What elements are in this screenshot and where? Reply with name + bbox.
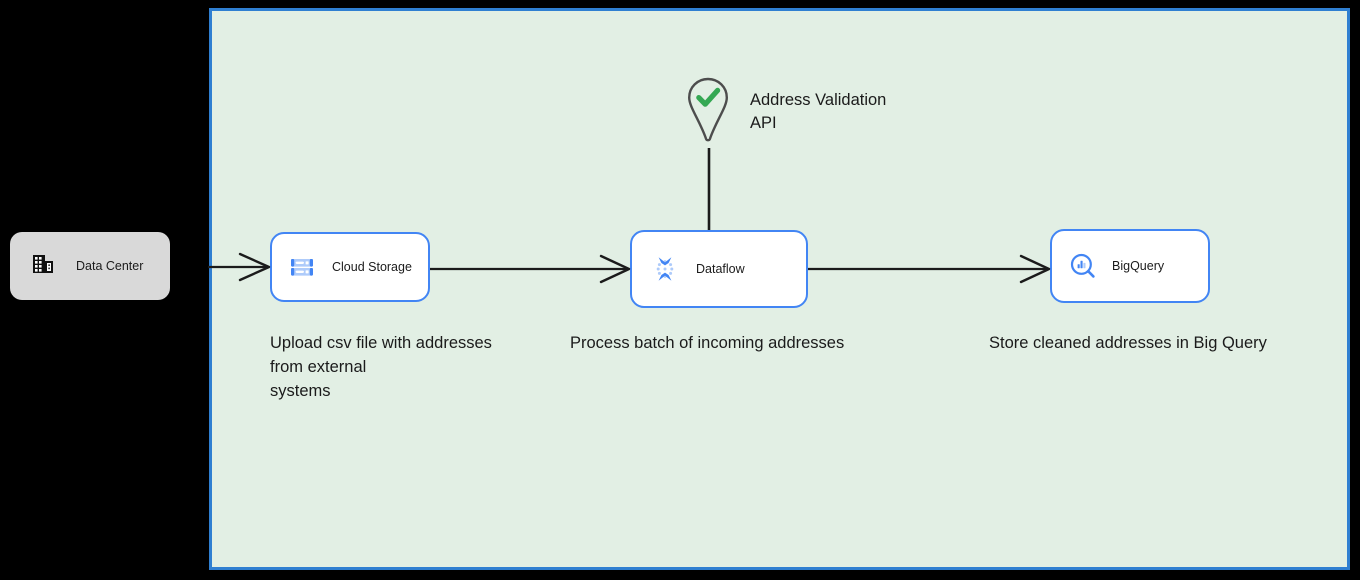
dataflow-label: Dataflow <box>696 262 745 276</box>
cloud-storage-node[interactable]: Cloud Storage <box>270 232 430 302</box>
dataflow-icon <box>650 254 680 284</box>
map-pin-check-icon <box>686 76 730 151</box>
cloud-storage-label: Cloud Storage <box>332 260 412 274</box>
address-validation-api-node[interactable]: Address Validation API <box>686 76 886 151</box>
bigquery-node[interactable]: BigQuery <box>1050 229 1210 303</box>
caption-upload-csv: Upload csv file with addresses from exte… <box>270 334 492 400</box>
dataflow-node[interactable]: Dataflow <box>630 230 808 308</box>
data-center-node[interactable]: Data Center <box>10 232 170 300</box>
caption-store-bigquery: Store cleaned addresses in Big Query <box>989 334 1267 352</box>
bigquery-icon <box>1068 251 1098 281</box>
data-center-label: Data Center <box>76 259 144 273</box>
address-validation-api-label: Address Validation API <box>750 91 887 132</box>
bigquery-label: BigQuery <box>1112 259 1165 273</box>
data-center-building-icon <box>30 251 56 282</box>
caption-process-batch: Process batch of incoming addresses <box>570 334 845 352</box>
cloud-storage-icon <box>288 253 316 281</box>
